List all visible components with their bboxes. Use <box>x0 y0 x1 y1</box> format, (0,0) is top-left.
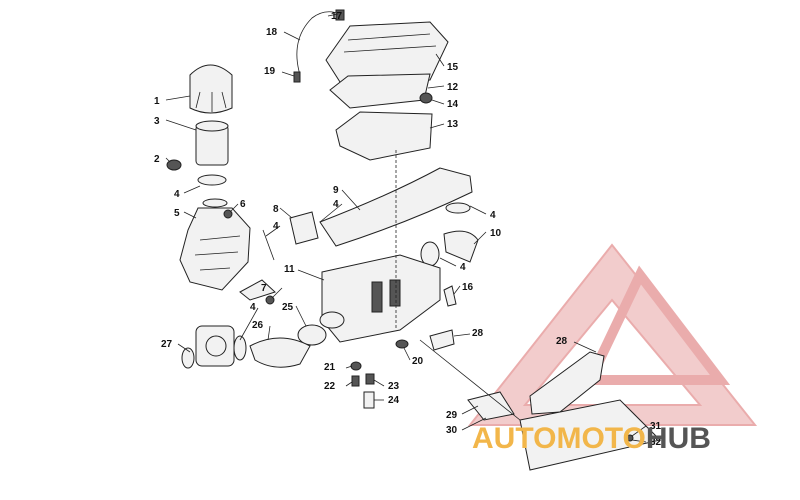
label-28b: 28 <box>556 336 568 347</box>
label-27: 27 <box>161 339 173 350</box>
part-15-airbox-lid <box>325 21 449 83</box>
part-16-bracket <box>443 285 457 307</box>
label-4c: 4 <box>333 199 339 210</box>
part-10-elbow <box>443 230 479 263</box>
label-15: 15 <box>447 62 459 73</box>
part-23-clip <box>365 373 375 385</box>
label-14: 14 <box>447 99 459 110</box>
label-30: 30 <box>446 425 458 436</box>
part-25-clamp <box>297 324 327 346</box>
part-7-bracket <box>239 279 276 301</box>
label-2: 2 <box>154 154 160 165</box>
label-6: 6 <box>240 199 246 210</box>
part-26-boot <box>249 337 311 368</box>
label-11: 11 <box>284 264 295 275</box>
label-4b: 4 <box>273 221 279 232</box>
label-29: 29 <box>446 410 458 421</box>
part-27-clamp <box>181 347 195 369</box>
label-21: 21 <box>324 362 336 373</box>
label-23: 23 <box>388 381 400 392</box>
part-labels: 1 3 2 4 5 6 8 4 9 4 11 4 10 4 16 7 4 25 … <box>154 11 662 448</box>
label-1: 1 <box>154 96 160 107</box>
part-5-intake-duct <box>179 207 251 291</box>
label-17: 17 <box>331 11 343 22</box>
label-4a: 4 <box>174 189 180 200</box>
label-5: 5 <box>174 208 180 219</box>
part-14-grommet <box>419 92 433 104</box>
label-32: 32 <box>650 437 662 448</box>
part-21-washer <box>350 361 362 371</box>
part-28-bracket-b <box>529 351 605 415</box>
part-27-throttle-body <box>195 325 235 367</box>
part-3-filter-element <box>195 120 229 166</box>
label-25: 25 <box>282 302 294 313</box>
part-29-plate <box>467 391 515 421</box>
part-12-lid-gasket <box>329 73 431 109</box>
part-11-airbox <box>319 254 441 343</box>
label-13: 13 <box>447 119 459 130</box>
label-31: 31 <box>650 421 662 432</box>
part-1-filter-cover <box>189 64 233 114</box>
label-16: 16 <box>462 282 474 293</box>
part-20-grommet <box>395 339 409 349</box>
label-9: 9 <box>333 185 339 196</box>
label-18: 18 <box>266 27 278 38</box>
label-26: 26 <box>252 320 264 331</box>
label-4d: 4 <box>490 210 496 221</box>
part-8-coupler <box>289 211 319 245</box>
label-22: 22 <box>324 381 336 392</box>
part-4-clamp-b <box>202 198 228 208</box>
label-7: 7 <box>261 283 267 294</box>
label-10: 10 <box>490 228 502 239</box>
leader-lines <box>165 13 647 443</box>
label-4e: 4 <box>460 262 466 273</box>
part-22-spacer <box>351 375 360 387</box>
label-12: 12 <box>447 82 459 93</box>
watermark-logo <box>467 243 758 426</box>
part-4-clamp-c <box>445 202 471 214</box>
part-28-bracket-a <box>429 329 455 351</box>
watermark-text-moto: AUTOMOTOHUB <box>472 422 711 455</box>
part-18-hose <box>296 11 341 76</box>
label-28a: 28 <box>472 328 484 339</box>
label-3: 3 <box>154 116 160 127</box>
label-4f: 4 <box>250 302 256 313</box>
part-32-screw <box>626 434 634 442</box>
label-19: 19 <box>264 66 276 77</box>
label-20: 20 <box>412 356 424 367</box>
part-13-filter-plate <box>335 111 433 161</box>
part-17-fitting <box>335 9 345 21</box>
label-8: 8 <box>273 204 279 215</box>
label-24: 24 <box>388 395 400 406</box>
part-31-panel <box>519 399 661 471</box>
part-19-clip <box>293 71 301 83</box>
part-24-sleeve <box>363 391 375 409</box>
part-4-clamp-a <box>197 174 227 186</box>
part-2-grommet <box>166 159 182 171</box>
part-4-oring <box>262 229 275 261</box>
